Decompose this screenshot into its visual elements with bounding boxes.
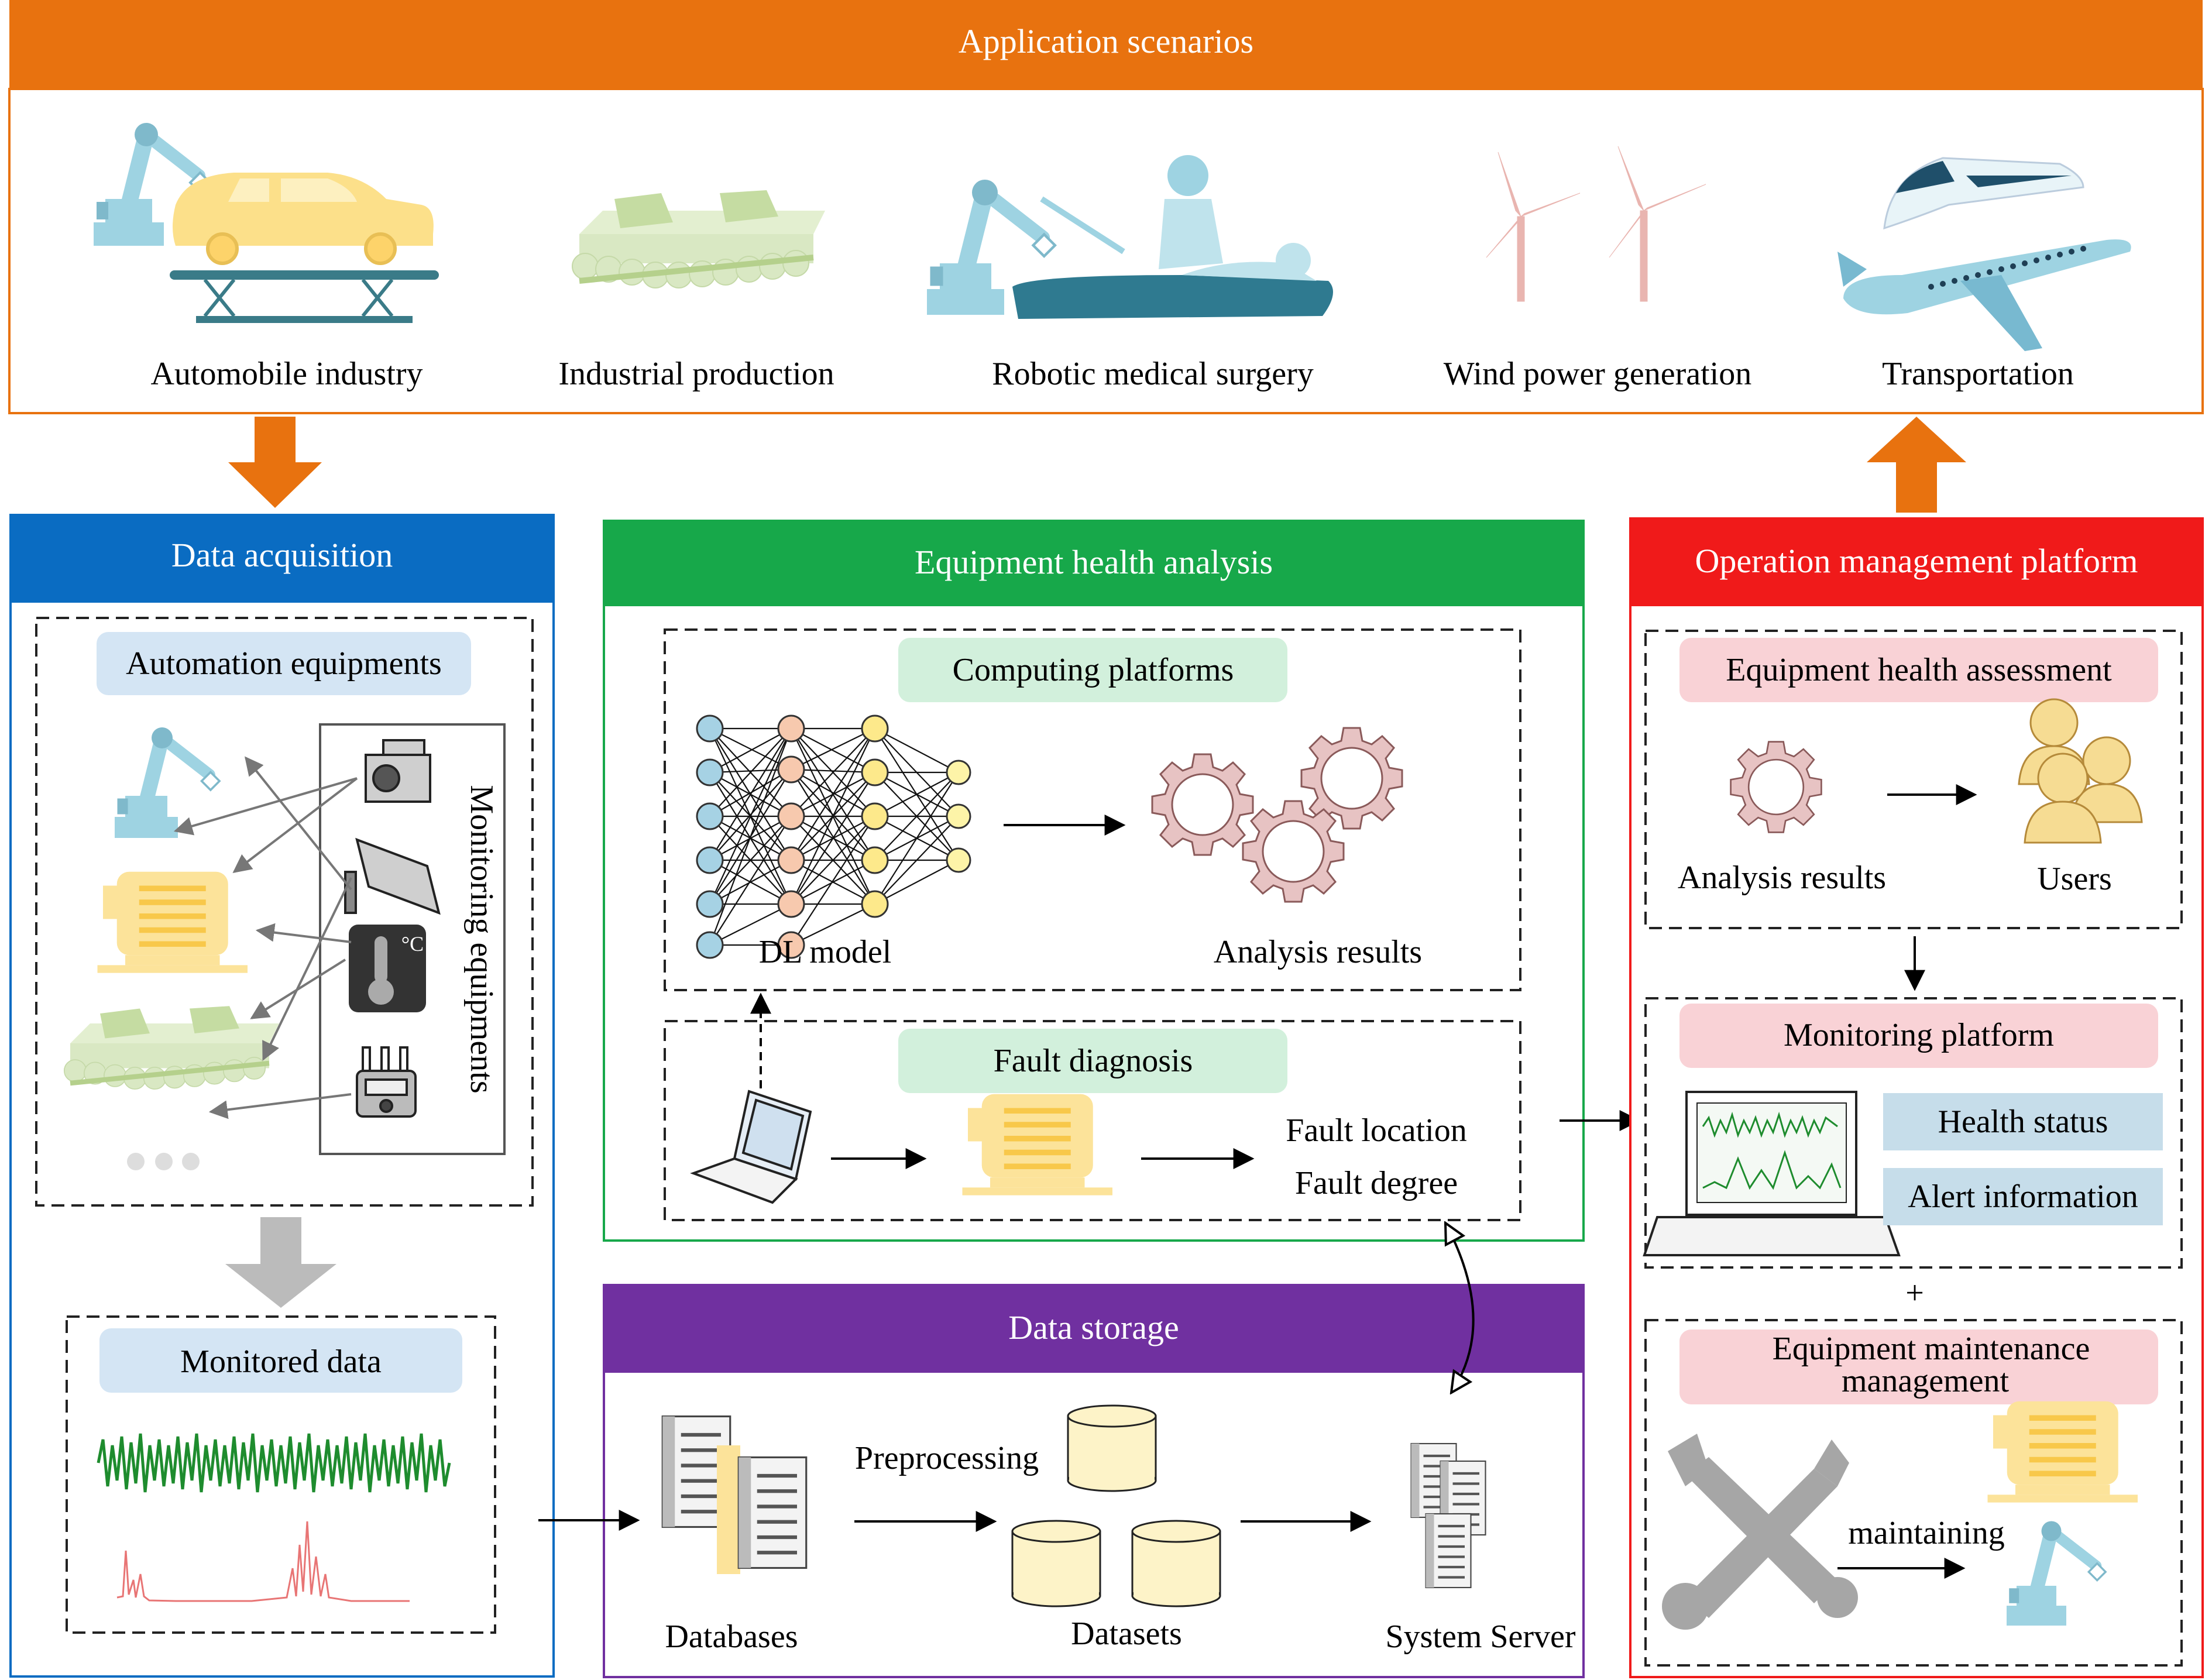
storage-title: Data storage	[1008, 1308, 1179, 1346]
robot-car-assembly-icon	[94, 123, 439, 323]
app-label-transportation: Transportation	[1882, 356, 2074, 392]
wind-turbine-icon	[1486, 146, 1706, 302]
assessment-label: Equipment health assessment	[1726, 652, 2112, 688]
more-dots-icon	[127, 1153, 200, 1170]
health-analysis-panel: Equipment health analysis Computing plat…	[603, 520, 1585, 1242]
application-header	[9, 0, 2203, 89]
fault-degree-label: Fault degree	[1295, 1165, 1458, 1201]
monitoring-laptop-icon	[1643, 1091, 1901, 1256]
maintaining-label: maintaining	[1848, 1515, 2005, 1551]
dl-model-label: DL model	[759, 934, 892, 970]
analysis-results-label: Analysis results	[1214, 934, 1422, 970]
svg-text:°C: °C	[401, 932, 424, 956]
fault-diagnosis-label: Fault diagnosis	[994, 1043, 1193, 1079]
health-status-label: Health status	[1938, 1104, 2108, 1140]
app-label-automobile: Automobile industry	[150, 356, 423, 392]
users-icon	[2018, 698, 2143, 844]
maintenance-label-line2: management	[1842, 1363, 2010, 1399]
preprocessing-label: Preprocessing	[855, 1440, 1039, 1476]
data-acquisition-panel: Data acquisition Automation equipments M…	[9, 514, 555, 1678]
surgical-robot-icon	[927, 155, 1333, 319]
app-label-wind: Wind power generation	[1444, 356, 1751, 392]
app-label-industrial: Industrial production	[558, 356, 834, 392]
gray-down-arrow-icon	[225, 1217, 336, 1308]
computing-platforms-label: Computing platforms	[953, 652, 1234, 688]
automation-equipments-label: Automation equipments	[126, 645, 442, 682]
cctv-camera-icon	[344, 837, 441, 915]
op-analysis-results-label: Analysis results	[1678, 860, 1886, 896]
vibration-signal-icon	[97, 1433, 451, 1493]
monitored-data-label: Monitored data	[180, 1344, 382, 1380]
monitoring-equipments-label: Monitoring equipments	[463, 785, 500, 1093]
operation-platform-panel: Operation management platform Equipment …	[1629, 517, 2204, 1678]
app-label-surgery: Robotic medical surgery	[992, 356, 1314, 392]
alert-information-label: Alert information	[1908, 1179, 2138, 1215]
laptop-icon	[690, 1090, 812, 1204]
train-plane-icon	[1837, 157, 2131, 351]
sensor-meter-icon	[356, 1046, 417, 1118]
users-label: Users	[2037, 861, 2112, 897]
application-title: Application scenarios	[959, 22, 1253, 60]
server-fault-link	[1445, 1223, 1475, 1393]
wrench-icon	[1662, 1434, 1858, 1630]
down-arrow-icon	[228, 417, 322, 508]
fault-location-label: Fault location	[1286, 1112, 1467, 1149]
data-storage-panel: Data storage Preprocessing Databases Dat…	[603, 1284, 1585, 1678]
health-title: Equipment health analysis	[915, 543, 1273, 581]
camera-icon	[365, 739, 431, 803]
monitoring-platform-label: Monitoring platform	[1784, 1017, 2054, 1053]
neural-network-icon	[696, 714, 971, 959]
plus-label: +	[1905, 1275, 1924, 1311]
acquisition-title: Data acquisition	[171, 536, 393, 574]
databases-icon	[662, 1417, 806, 1574]
up-arrow-icon	[1867, 417, 1966, 513]
datasets-label: Datasets	[1071, 1616, 1182, 1652]
maintenance-label-line1: Equipment maintenance	[1773, 1331, 2090, 1367]
spectrum-signal-icon	[116, 1521, 410, 1602]
databases-label: Databases	[665, 1619, 798, 1655]
system-server-label: System Server	[1385, 1619, 1575, 1655]
thermometer-icon: °C	[349, 925, 426, 1012]
assessment-gear-icon	[1730, 741, 1822, 833]
operation-title: Operation management platform	[1695, 542, 2138, 580]
